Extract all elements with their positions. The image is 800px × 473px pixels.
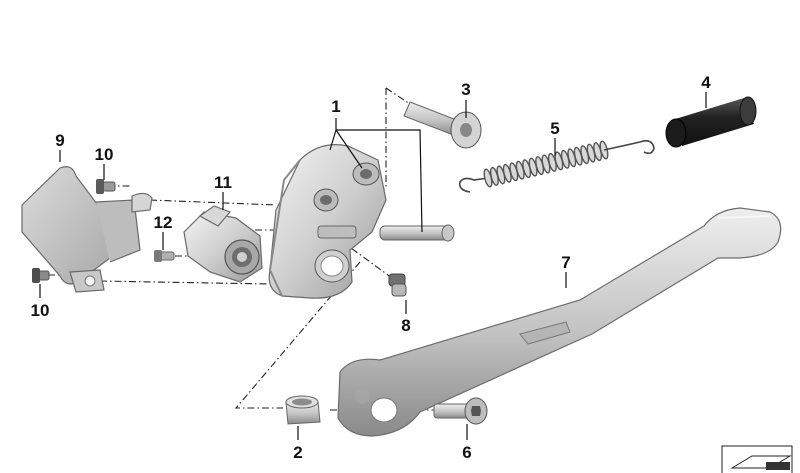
bracket-1-part bbox=[268, 144, 387, 299]
callouts: 1 2 3 4 5 6 7 8 9 10 10 11 12 bbox=[31, 73, 712, 462]
cover-plate-part bbox=[21, 166, 153, 293]
side-stand-7-part bbox=[337, 207, 782, 437]
screw-10-bottom-part bbox=[32, 268, 50, 283]
torx-bolt-6-part bbox=[433, 397, 488, 425]
callout-11: 11 bbox=[214, 173, 232, 192]
bracket-pin bbox=[379, 224, 455, 242]
rubber-sleeve-4-part bbox=[665, 96, 757, 148]
small-screw-8-part bbox=[388, 273, 407, 297]
corner-symbol bbox=[721, 445, 793, 473]
switch-11-part bbox=[183, 205, 263, 283]
leader-lines bbox=[39, 92, 707, 440]
tension-spring-5-part bbox=[458, 140, 655, 193]
callout-7: 7 bbox=[561, 253, 570, 272]
screw-10-top-part bbox=[96, 179, 116, 194]
switch-screw-12-part bbox=[154, 250, 175, 262]
callout-1: 1 bbox=[331, 97, 340, 116]
collar-screw-3-part bbox=[403, 101, 482, 149]
callout-6: 6 bbox=[462, 443, 471, 462]
callout-12: 12 bbox=[154, 213, 173, 232]
callout-10-top: 10 bbox=[95, 145, 114, 164]
callout-3: 3 bbox=[461, 80, 470, 99]
bushing-2-part bbox=[285, 395, 321, 425]
callout-2: 2 bbox=[293, 443, 302, 462]
callout-4: 4 bbox=[701, 73, 711, 92]
callout-8: 8 bbox=[401, 316, 410, 335]
callout-10-bottom: 10 bbox=[31, 301, 50, 320]
callout-5: 5 bbox=[550, 119, 559, 138]
callout-9: 9 bbox=[55, 131, 64, 150]
